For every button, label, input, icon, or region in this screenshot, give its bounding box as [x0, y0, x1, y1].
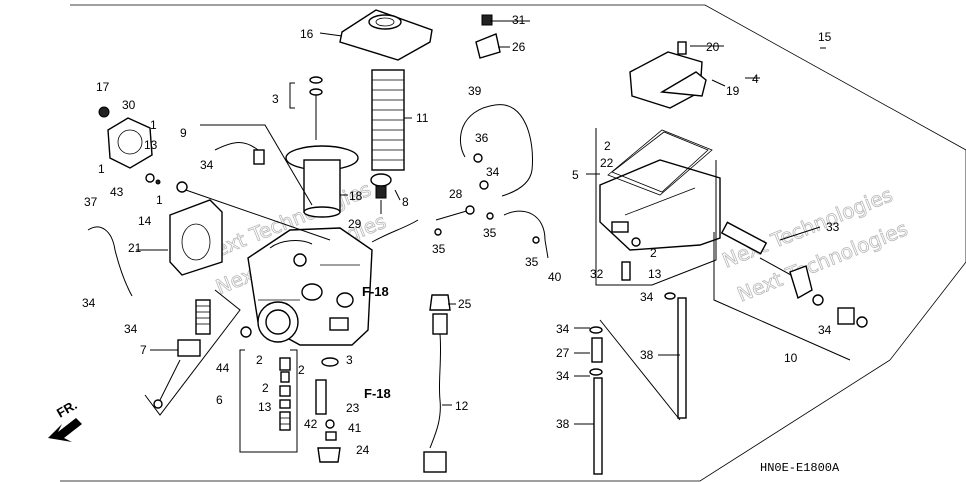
callout-30: 30: [122, 98, 136, 112]
float-bowl: [599, 129, 721, 251]
side-cover: [169, 199, 223, 276]
callout-25: 25: [458, 297, 472, 311]
callout-42: 42: [304, 417, 318, 431]
callout-29: 29: [348, 217, 362, 231]
callout-13c: 13: [648, 267, 662, 281]
callout-34e: 34: [82, 296, 96, 310]
callout-20: 20: [706, 40, 720, 54]
callout-16: 16: [300, 27, 314, 41]
callout-10: 10: [784, 351, 798, 365]
callout-36: 36: [475, 131, 489, 145]
callout-2c: 2: [262, 381, 269, 395]
callout-24: 24: [356, 443, 370, 457]
callout-27: 27: [556, 346, 570, 360]
callout-2: 2: [256, 353, 263, 367]
callout-19: 19: [726, 84, 740, 98]
callout-33: 33: [826, 220, 840, 234]
callout-labels: 16 31 26 3 11 39 36 34 8 18 28 29 35 35 …: [54, 13, 840, 475]
frame-border: [60, 4, 966, 482]
callout-14: 14: [138, 214, 152, 228]
callout-9: 9: [180, 126, 187, 140]
needle-valve-assembly: [720, 221, 868, 328]
vacuum-piston: [285, 145, 359, 218]
bracket-bolt: [475, 14, 501, 59]
callout-35c: 35: [525, 255, 539, 269]
callout-32: 32: [590, 267, 604, 281]
jet-assembly: [279, 357, 291, 431]
callout-3b: 3: [346, 353, 353, 367]
diaphragm-cover: [107, 117, 153, 169]
callout-5: 5: [572, 168, 579, 182]
callout-34f: 34: [124, 322, 138, 336]
callout-13b: 13: [258, 400, 272, 414]
callout-43: 43: [110, 185, 124, 199]
callout-2d: 2: [604, 139, 611, 153]
callout-34d: 34: [200, 158, 214, 172]
callout-1c: 1: [156, 193, 163, 207]
callout-f18-a: F-18: [362, 284, 389, 299]
callout-4: 4: [752, 72, 759, 86]
callout-40: 40: [548, 270, 562, 284]
callout-28: 28: [449, 187, 463, 201]
callout-6: 6: [216, 393, 223, 407]
leader-lines: [136, 20, 826, 425]
top-cover: [339, 9, 433, 61]
callout-35: 35: [432, 242, 446, 256]
callout-1: 1: [150, 118, 157, 132]
callout-22: 22: [600, 156, 614, 170]
callout-13: 13: [144, 138, 158, 152]
callout-7: 7: [140, 343, 147, 357]
spring: [371, 69, 405, 171]
float: [629, 41, 726, 109]
hose-29: [371, 205, 475, 243]
callout-38: 38: [640, 348, 654, 362]
callout-18: 18: [349, 189, 363, 203]
callout-41: 41: [348, 421, 362, 435]
callout-34h: 34: [818, 323, 832, 337]
diagram-code: HN0E-E1800A: [760, 461, 840, 475]
callout-17: 17: [96, 80, 110, 94]
callout-44: 44: [216, 361, 230, 375]
hose-9: [214, 142, 265, 165]
callout-23: 23: [346, 401, 360, 415]
callout-34g: 34: [640, 290, 654, 304]
callout-34: 34: [486, 165, 500, 179]
callout-31: 31: [512, 13, 526, 27]
callout-1b: 1: [98, 162, 105, 176]
carburetor-body: [247, 227, 373, 346]
callout-38b: 38: [556, 417, 570, 431]
fr-label: FR.: [54, 397, 80, 420]
callout-21: 21: [128, 241, 142, 255]
needle-holder: [370, 173, 392, 214]
callout-2b: 2: [298, 363, 305, 377]
hose-37: [87, 226, 133, 297]
callout-8: 8: [402, 195, 409, 209]
callout-37: 37: [84, 195, 98, 209]
callout-34j: 34: [556, 369, 570, 383]
hose-40: [503, 210, 549, 259]
callout-34i: 34: [556, 322, 570, 336]
front-arrow: [48, 418, 82, 442]
callout-15: 15: [818, 30, 832, 44]
callout-12: 12: [455, 399, 469, 413]
hose-39: [459, 104, 533, 197]
starter-valve: [153, 299, 211, 409]
callout-f18-b: F-18: [364, 386, 391, 401]
callout-26: 26: [512, 40, 526, 54]
throttle-cable: [423, 294, 451, 473]
callout-11: 11: [416, 111, 429, 125]
callout-35b: 35: [483, 226, 497, 240]
callout-2e: 2: [650, 246, 657, 260]
callout-39: 39: [468, 84, 482, 98]
callout-3: 3: [272, 92, 279, 106]
screw-set-top: [309, 76, 323, 140]
